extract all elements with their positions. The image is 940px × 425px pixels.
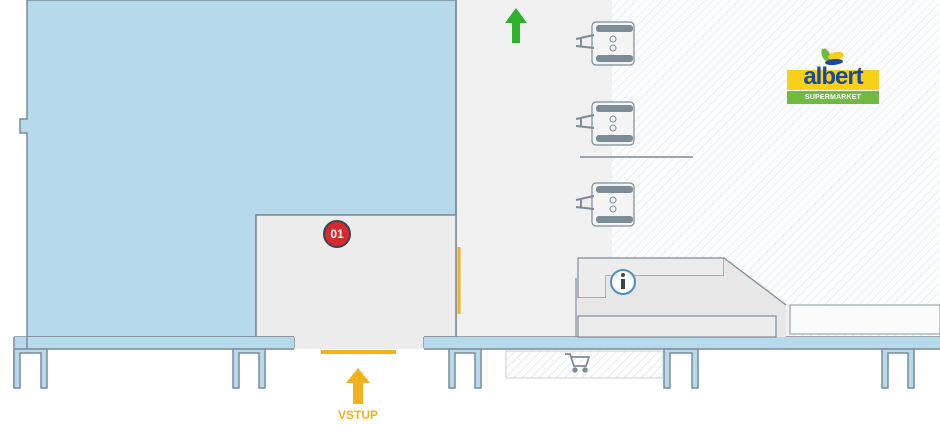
logo-tagline: SUPERMARKET (787, 91, 879, 104)
counter (577, 315, 777, 338)
albert-logo[interactable]: albert SUPERMARKET (787, 48, 879, 106)
lower-columns (13, 348, 915, 389)
shopping-cart-icon (565, 353, 591, 373)
right-unit (789, 304, 940, 335)
info-icon[interactable] (610, 269, 636, 295)
albert-logo-graphic (787, 48, 879, 90)
escalator-icon (575, 21, 635, 66)
arrow-up-icon (346, 368, 370, 404)
logo-wordmark: albert (803, 63, 863, 90)
arrow-up-icon (505, 8, 527, 43)
cart-zone (505, 350, 664, 379)
store-number-badge[interactable]: 01 (323, 220, 351, 248)
entrance-label: VSTUP (337, 408, 378, 422)
escalator-icon (575, 182, 635, 227)
store-01[interactable] (255, 214, 457, 338)
escalator-icon (575, 101, 635, 146)
